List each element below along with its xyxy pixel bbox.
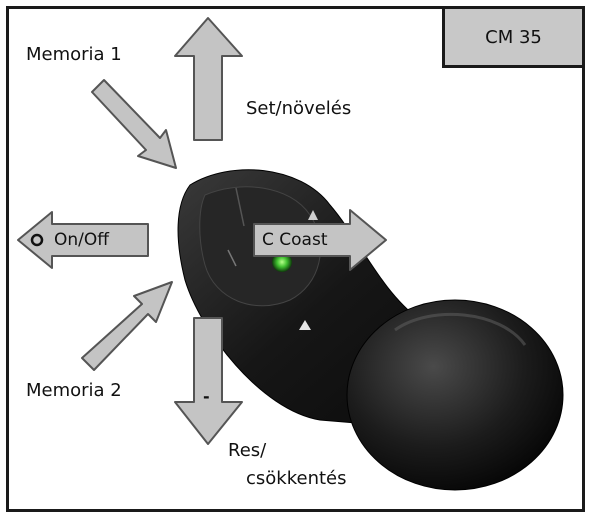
label-on-off: On/Off [54, 230, 109, 250]
model-badge: CM 35 [442, 6, 585, 68]
arrow-memoria-2 [81, 281, 173, 371]
cruise-control-lever [177, 169, 564, 491]
lever-knob [346, 299, 564, 491]
arrow-down [174, 317, 243, 445]
on-off-ring-icon [30, 233, 44, 247]
arrow-right [253, 209, 387, 271]
label-coast: C Coast [262, 230, 328, 250]
lever-knob-highlight [394, 312, 527, 346]
label-memoria-2: Memoria 2 [26, 380, 122, 401]
arrow-up [174, 17, 243, 141]
label-csokkentes: csökkentés [246, 468, 347, 489]
arrow-memoria-1 [91, 79, 177, 169]
label-res: Res/ [228, 440, 267, 461]
label-minus: - [203, 387, 210, 406]
lever-groove-2 [227, 249, 237, 267]
lever-up-marker [308, 210, 318, 220]
label-memoria-1: Memoria 1 [26, 44, 122, 65]
label-set: Set/növelés [246, 98, 352, 119]
lever-down-marker [299, 320, 311, 330]
lever-groove-1 [235, 187, 245, 227]
arrow-left [17, 211, 149, 269]
